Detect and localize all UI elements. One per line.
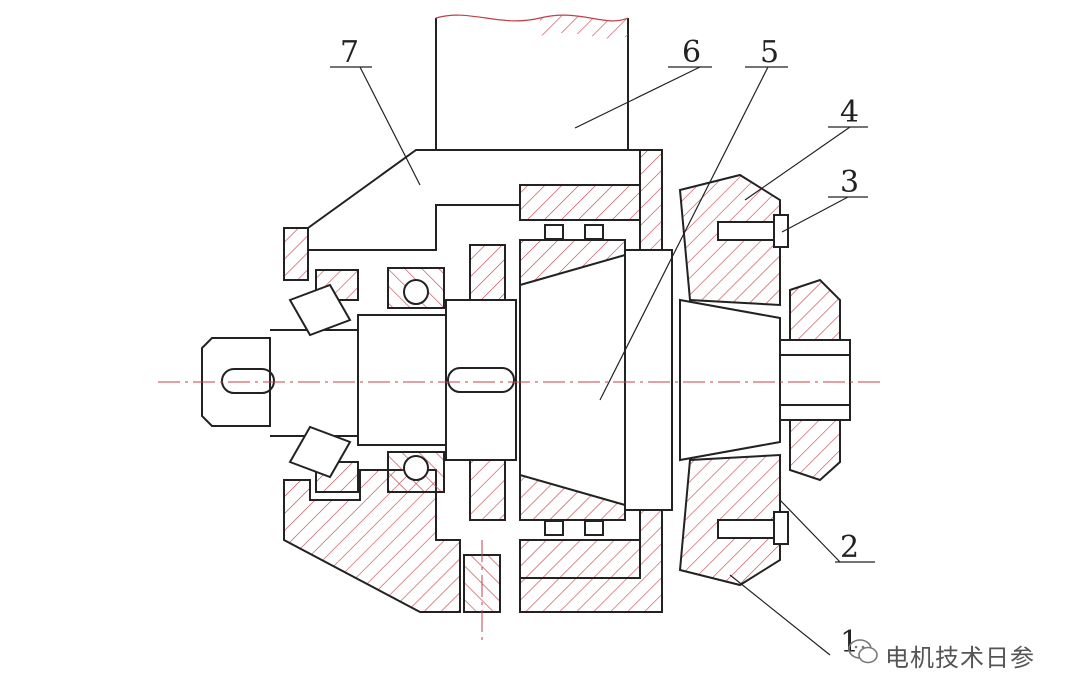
label-6: 6	[682, 35, 701, 70]
watermark-text: 电机技术日参	[885, 644, 1035, 672]
label-1: 1	[840, 625, 859, 660]
label-3: 3	[840, 165, 859, 200]
gear-ring	[469, 244, 506, 521]
housing-part-7	[283, 149, 663, 613]
center-lines	[158, 381, 880, 640]
end-cap-part-2	[779, 278, 851, 482]
leader-lines	[330, 66, 875, 656]
bolt-part-3	[717, 214, 789, 545]
input-shaft-end	[201, 329, 360, 437]
label-2: 2	[840, 530, 859, 565]
ball-bearing	[387, 267, 445, 493]
label-4: 4	[840, 95, 859, 130]
label-5: 5	[760, 35, 779, 70]
taper-sleeve-part-5	[519, 224, 673, 536]
wechat-icon	[848, 639, 878, 664]
column-part-6	[435, 14, 629, 150]
main-shaft	[357, 299, 517, 461]
taper-roller-bearing	[288, 269, 359, 493]
label-7: 7	[340, 35, 359, 70]
